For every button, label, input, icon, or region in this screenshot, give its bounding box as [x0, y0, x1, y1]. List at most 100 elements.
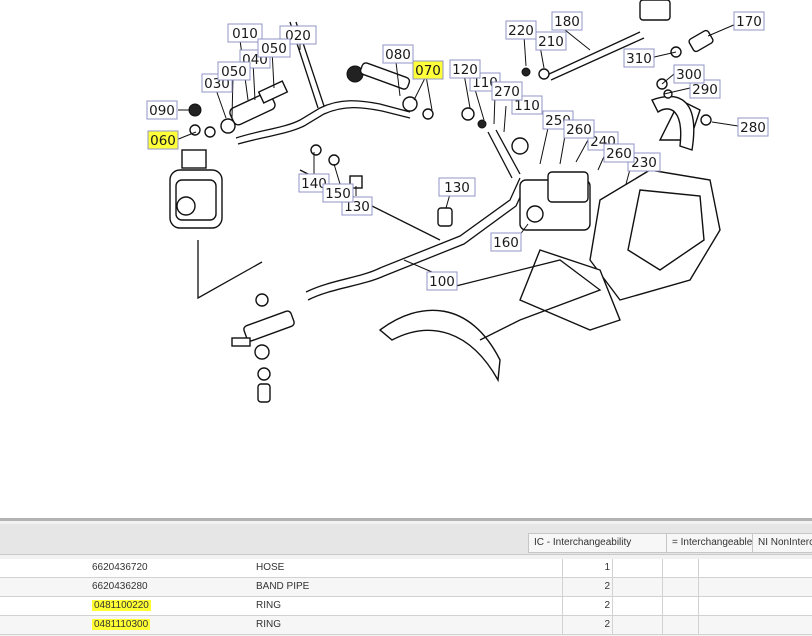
- callout-number: 180: [554, 14, 580, 30]
- column-divider: [612, 616, 613, 634]
- callout-300[interactable]: 300: [673, 64, 705, 84]
- callout-number: 230: [631, 155, 657, 171]
- callout-180[interactable]: 180: [551, 11, 583, 31]
- lower-fittings: [231, 293, 295, 403]
- callout-290[interactable]: 290: [689, 79, 721, 99]
- part-number: 6620436280: [92, 581, 148, 592]
- callout-060[interactable]: 060: [147, 130, 179, 150]
- callout-100[interactable]: 100: [426, 271, 458, 291]
- callout-number: 140: [301, 176, 327, 192]
- callout-box: [535, 31, 567, 51]
- legend-interchangeable: = Interchangeable: [666, 533, 754, 553]
- part-name: RING: [256, 600, 281, 611]
- table-row[interactable]: 0481110300 RING 2: [0, 616, 812, 635]
- part-number-cell: 0481110300: [92, 616, 151, 634]
- callout-box: [505, 20, 537, 40]
- callout-number: 090: [149, 103, 175, 119]
- column-divider: [662, 578, 663, 596]
- callout-010[interactable]: 010: [227, 23, 263, 43]
- callout-070[interactable]: 070: [412, 60, 444, 80]
- callout-080[interactable]: 080: [382, 44, 414, 64]
- callout-number: 080: [385, 47, 411, 63]
- exploded-view-drawing: 0100200300400500500600700800901001101101…: [146, 0, 769, 403]
- callout-box: [490, 232, 522, 252]
- hydraulic-pump: [169, 103, 223, 229]
- legend-ic: IC - Interchangeability: [528, 533, 668, 553]
- callout-150[interactable]: 150: [322, 183, 354, 203]
- callout-210[interactable]: 210: [535, 31, 567, 51]
- callout-box: [623, 48, 655, 68]
- column-divider: [562, 616, 563, 634]
- callout-280[interactable]: 280: [737, 117, 769, 137]
- callout-number: 260: [606, 146, 632, 162]
- callout-box: [412, 60, 444, 80]
- callout-310[interactable]: 310: [623, 48, 655, 68]
- callout-220[interactable]: 220: [505, 20, 537, 40]
- part-quantity: 1: [604, 562, 610, 573]
- legend-bar: IC - Interchangeability = Interchangeabl…: [0, 524, 812, 555]
- callout-box: [449, 59, 481, 79]
- callout-box: [382, 44, 414, 64]
- column-divider: [612, 597, 613, 615]
- callout-120[interactable]: 120: [449, 59, 481, 79]
- callout-box: [673, 64, 705, 84]
- callout-270[interactable]: 270: [491, 81, 523, 101]
- parts-list-panel: IC - Interchangeability = Interchangeabl…: [0, 518, 812, 636]
- delivery-pipe-assembly: [346, 62, 434, 120]
- part-number-cell: 6620436280: [92, 578, 148, 596]
- leader-lines: [175, 23, 739, 273]
- column-divider: [662, 616, 663, 634]
- callout-number: 290: [692, 82, 718, 98]
- callout-170[interactable]: 170: [733, 11, 765, 31]
- part-name: HOSE: [256, 562, 285, 573]
- part-name: RING: [256, 619, 281, 630]
- column-divider: [562, 559, 563, 577]
- part-quantity: 2: [604, 581, 610, 592]
- callout-260b[interactable]: 260: [603, 143, 635, 163]
- column-divider: [612, 559, 613, 577]
- table-row[interactable]: 6620436720 HOSE 1: [0, 559, 812, 578]
- callout-box: [563, 119, 595, 139]
- column-divider: [698, 597, 699, 615]
- column-divider: [562, 597, 563, 615]
- column-divider: [562, 578, 563, 596]
- callout-box: [689, 79, 721, 99]
- callout-number: 020: [285, 28, 311, 44]
- callout-box: [257, 38, 291, 58]
- callout-number: 120: [452, 62, 478, 78]
- callout-090[interactable]: 090: [146, 100, 178, 120]
- legend-non-interchangeable: NI NonInterch: [752, 533, 812, 553]
- callout-box: [603, 143, 635, 163]
- callout-number: 100: [429, 274, 455, 290]
- control-valve: [461, 107, 591, 231]
- column-divider: [698, 578, 699, 596]
- callout-140[interactable]: 140: [298, 173, 330, 193]
- table-row[interactable]: 6620436280 BAND PIPE 2: [0, 578, 812, 597]
- callout-number: 050: [261, 41, 287, 57]
- callout-260a[interactable]: 260: [563, 119, 595, 139]
- column-divider: [698, 559, 699, 577]
- callout-number: 210: [538, 34, 564, 50]
- callout-box: [733, 11, 765, 31]
- callout-130a[interactable]: 130: [438, 177, 476, 197]
- callout-box: [146, 100, 178, 120]
- callout-number: 150: [325, 186, 351, 202]
- callout-number: 070: [415, 63, 441, 79]
- column-divider: [612, 578, 613, 596]
- callout-050a[interactable]: 050: [217, 61, 251, 81]
- part-number: 0481110300: [92, 619, 151, 630]
- callout-number: 160: [493, 235, 519, 251]
- callout-050b[interactable]: 050: [257, 38, 291, 58]
- callout-number: 060: [150, 133, 176, 149]
- part-quantity: 2: [604, 619, 610, 630]
- callout-number: 220: [508, 23, 534, 39]
- callout-160[interactable]: 160: [490, 232, 522, 252]
- callout-number: 110: [514, 98, 540, 114]
- part-name: BAND PIPE: [256, 581, 310, 592]
- callout-box: [426, 271, 458, 291]
- part-number: 6620436720: [92, 562, 148, 573]
